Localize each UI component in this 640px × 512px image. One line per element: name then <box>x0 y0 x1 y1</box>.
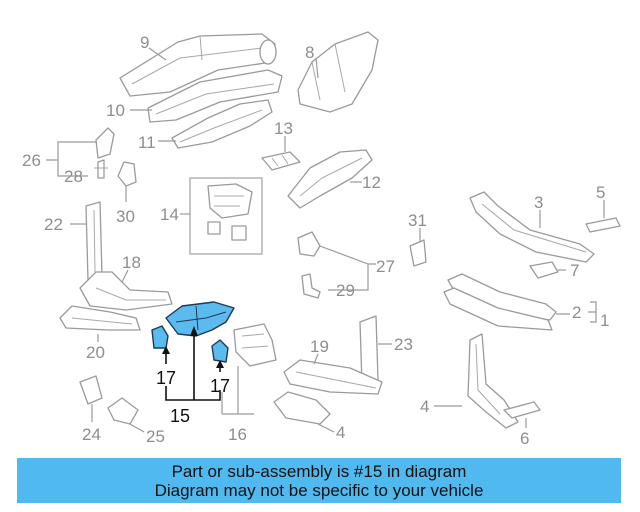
callout-26: 26 <box>22 151 41 170</box>
callout-14: 14 <box>160 205 179 224</box>
part-6-strip <box>503 401 541 419</box>
lead-27-29 <box>319 245 376 291</box>
part-16-bracket <box>233 323 277 367</box>
callout-12: 12 <box>362 173 381 192</box>
callout-17-left: 17 <box>156 368 176 388</box>
callout-25: 25 <box>146 427 165 446</box>
part-20-duct <box>59 305 141 331</box>
callout-3: 3 <box>534 193 543 212</box>
part-22-panel <box>85 201 103 281</box>
part-13-grille <box>261 151 301 171</box>
callout-22: 22 <box>44 215 63 234</box>
info-banner: Part or sub-assembly is #15 in diagram D… <box>17 458 621 503</box>
parts-diagram: 9 8 10 11 13 12 26 28 <box>22 31 621 448</box>
callout-4: 4 <box>420 397 429 416</box>
callout-7: 7 <box>570 261 579 280</box>
callout-31: 31 <box>408 211 427 230</box>
callout-11: 11 <box>138 133 156 152</box>
part-27-bracket <box>297 231 321 257</box>
part-14-box <box>189 177 263 255</box>
callout-16: 16 <box>228 425 247 444</box>
part-17-clip-right[interactable] <box>211 339 229 363</box>
callout-17-right: 17 <box>210 376 230 396</box>
banner-line-1: Part or sub-assembly is #15 in diagram <box>171 461 467 481</box>
lead-19 <box>313 353 319 365</box>
part-29-clip <box>301 273 321 299</box>
callout-10: 10 <box>106 101 125 120</box>
part-25-bracket <box>107 397 139 425</box>
callout-19: 19 <box>310 337 329 356</box>
lead-15 <box>165 330 221 401</box>
callout-29: 29 <box>336 281 355 300</box>
callout-18: 18 <box>122 253 141 272</box>
part-17-clip-left[interactable] <box>151 325 169 349</box>
part-9-duct <box>119 33 277 97</box>
lead-8 <box>315 57 319 79</box>
callout-6: 6 <box>520 429 529 448</box>
lead-26-28 <box>46 141 96 177</box>
lead-25 <box>129 423 145 433</box>
part-10-duct <box>147 69 283 123</box>
callout-20: 20 <box>86 343 105 362</box>
lead-18 <box>121 269 129 283</box>
callout-9: 9 <box>140 33 149 52</box>
callout-2: 2 <box>572 303 581 322</box>
lead-2-1 <box>556 301 597 323</box>
callout-13: 13 <box>274 119 293 138</box>
lead-16 <box>221 366 254 415</box>
part-24-bracket <box>79 375 103 405</box>
part-31-bracket <box>409 239 427 267</box>
part-2-duct <box>443 273 557 331</box>
part-18-duct <box>79 271 173 311</box>
part-12-duct <box>287 149 373 209</box>
part-7-bracket <box>529 261 559 279</box>
callout-30: 30 <box>116 207 135 226</box>
callout-15: 15 <box>170 406 190 426</box>
callout-1: 1 <box>600 311 609 330</box>
banner-line-2: Diagram may not be specific to your vehi… <box>154 480 484 500</box>
lead-21 <box>317 423 335 433</box>
lead-9 <box>148 47 167 61</box>
callout-24: 24 <box>82 425 101 444</box>
part-28-clip <box>94 159 108 179</box>
callout-8: 8 <box>305 43 314 62</box>
part-14-bracket <box>207 183 253 241</box>
callout-27: 27 <box>376 257 395 276</box>
part-5-strip <box>585 217 621 233</box>
part-4-duct <box>467 333 519 429</box>
part-21-duct <box>273 391 331 425</box>
callout-23: 23 <box>394 335 413 354</box>
part-3-duct <box>469 191 595 263</box>
part-19-duct <box>283 359 383 395</box>
part-30-bracket <box>117 161 137 187</box>
part-26-clip <box>95 127 115 159</box>
callout-5: 5 <box>596 183 605 202</box>
callout-21: 4 <box>336 423 345 442</box>
callout-28: 28 <box>64 167 83 186</box>
part-15-highlighted[interactable] <box>165 301 235 337</box>
part-8-bracket <box>297 31 379 113</box>
part-11-duct <box>171 99 273 149</box>
